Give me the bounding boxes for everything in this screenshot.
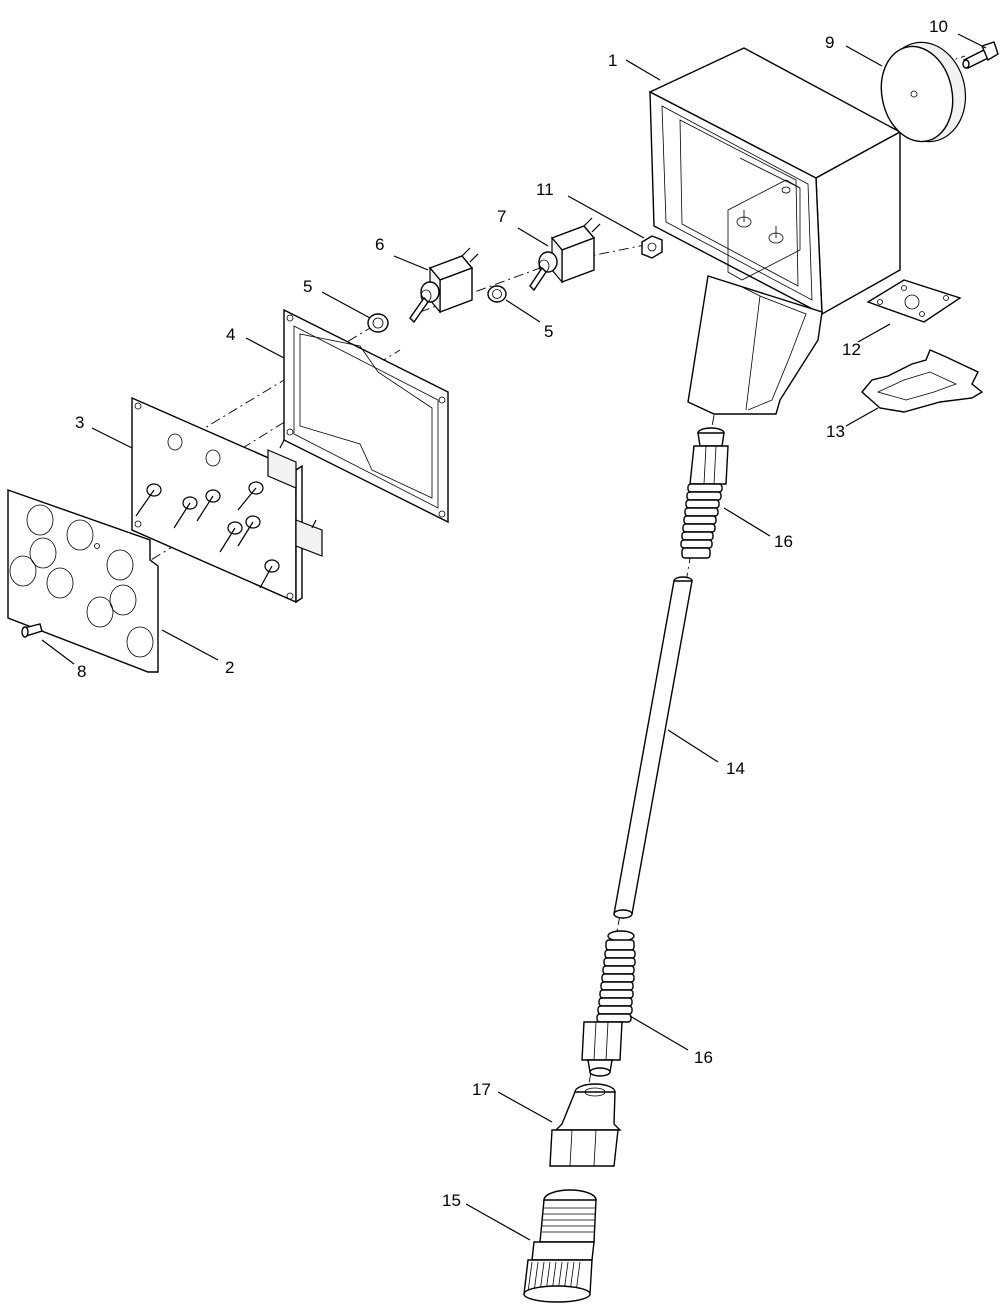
callout-12: 12 xyxy=(842,340,861,359)
bolt-part-10 xyxy=(962,41,999,69)
callout-15: 15 xyxy=(442,1191,461,1210)
callout-17: 17 xyxy=(472,1080,491,1099)
leader-lines xyxy=(41,33,987,1241)
face-plate-part-2 xyxy=(7,489,159,673)
callout-3: 3 xyxy=(75,413,84,432)
washer-part-5b xyxy=(487,285,507,303)
nut-part-11 xyxy=(641,235,663,259)
housing-part-1 xyxy=(648,47,902,415)
callout-5-left: 5 xyxy=(303,277,312,296)
strain-relief-part-16-lower xyxy=(581,930,636,1077)
plate-part-12 xyxy=(866,279,962,323)
toggle-switch-part-6 xyxy=(409,247,479,324)
callout-14: 14 xyxy=(726,759,745,778)
screw-part-8 xyxy=(21,623,43,638)
connector-part-15 xyxy=(523,1189,597,1303)
switch-panel-part-3 xyxy=(131,396,323,604)
callout-5-right: 5 xyxy=(544,322,553,341)
callout-8: 8 xyxy=(77,662,86,681)
callout-9: 9 xyxy=(825,33,834,52)
callout-16-upper: 16 xyxy=(774,532,793,551)
strain-relief-part-16-upper xyxy=(680,427,729,559)
callout-1: 1 xyxy=(608,51,617,70)
callout-2: 2 xyxy=(225,658,234,677)
callout-16-lower: 16 xyxy=(694,1048,713,1067)
callout-7: 7 xyxy=(497,207,506,226)
callout-10: 10 xyxy=(929,17,948,36)
callout-6: 6 xyxy=(375,235,384,254)
cable-part-14 xyxy=(613,576,693,919)
toggle-switch-part-7 xyxy=(529,217,601,292)
callout-13: 13 xyxy=(826,422,845,441)
callout-11: 11 xyxy=(536,180,554,199)
callout-labels: 1 2 3 4 5 5 6 7 8 9 10 11 12 13 14 15 16… xyxy=(75,17,948,1210)
washer-part-5a xyxy=(367,313,389,333)
gasket-plate-part-13 xyxy=(861,349,984,413)
gasket-part-4 xyxy=(283,308,449,524)
callout-4: 4 xyxy=(226,325,235,344)
adapter-part-17 xyxy=(549,1083,622,1167)
cap-part-9 xyxy=(880,41,967,143)
